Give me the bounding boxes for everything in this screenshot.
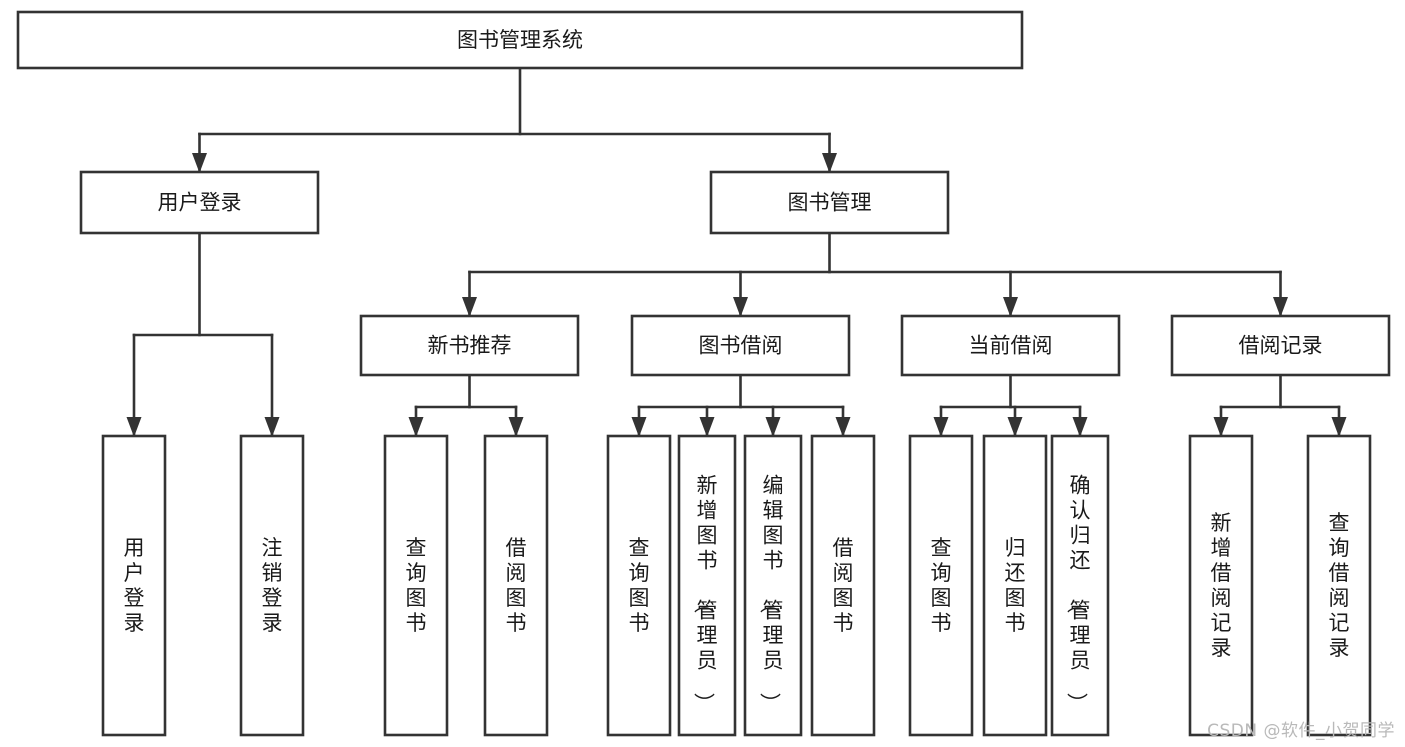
- node-book-borrow[interactable]: 图书借阅: [630, 314, 851, 377]
- node-box: [1050, 434, 1110, 737]
- node-label: 图书借阅: [699, 334, 783, 358]
- arrow-head: [508, 417, 524, 437]
- node-leaf-return-book[interactable]: 归还图书: [982, 434, 1048, 737]
- arrow-head: [126, 417, 142, 437]
- arrow-head: [1273, 297, 1288, 317]
- node-box: [16, 10, 1024, 70]
- arrow-head: [835, 417, 851, 437]
- arrow-head: [822, 153, 837, 173]
- arrow-head: [192, 153, 207, 173]
- node-box: [709, 170, 950, 235]
- arrow-head: [408, 417, 424, 437]
- arrow-head: [733, 297, 748, 317]
- node-label: 新书推荐: [428, 334, 512, 358]
- node-box: [483, 434, 549, 737]
- connector-group-book-manage: [462, 231, 1288, 317]
- connector-group-root: [192, 66, 837, 173]
- node-borrow-record[interactable]: 借阅记录: [1170, 314, 1391, 377]
- node-box: [982, 434, 1048, 737]
- connector-group-book-borrow: [631, 373, 851, 437]
- node-label: 当前借阅: [969, 334, 1053, 358]
- arrow-head: [1072, 417, 1088, 437]
- node-box: [630, 314, 851, 377]
- node-leaf-edit-book[interactable]: 编辑图书（管理员）: [743, 434, 803, 737]
- node-box: [359, 314, 580, 377]
- node-box: [101, 434, 167, 737]
- node-label: 编辑图书（管理员）: [758, 474, 784, 714]
- arrow-head: [1007, 417, 1023, 437]
- node-leaf-add-book[interactable]: 新增图书（管理员）: [677, 434, 737, 737]
- node-leaf-user-login[interactable]: 用户登录: [101, 434, 167, 737]
- arrow-head: [765, 417, 781, 437]
- node-leaf-query-book-2[interactable]: 查询图书: [606, 434, 672, 737]
- arrow-head: [1213, 417, 1229, 437]
- arrow-head: [462, 297, 477, 317]
- node-box: [743, 434, 803, 737]
- node-label: 查询图书: [406, 536, 427, 635]
- node-label: 确认归还（管理员）: [1065, 474, 1091, 714]
- node-box: [1306, 434, 1372, 737]
- node-leaf-user-logout[interactable]: 注销登录: [239, 434, 305, 737]
- node-label: 借阅图书: [833, 536, 854, 635]
- connector-group-borrow-record: [1213, 373, 1347, 437]
- node-layer: 图书管理系统用户登录图书管理新书推荐图书借阅当前借阅借阅记录用户登录注销登录查询…: [16, 10, 1391, 737]
- node-label: 查询图书: [931, 536, 952, 635]
- node-label: 借阅记录: [1239, 334, 1323, 358]
- connector-group-current-borrow: [933, 373, 1088, 437]
- node-leaf-confirm-return[interactable]: 确认归还（管理员）: [1050, 434, 1110, 737]
- node-label: 新增图书（管理员）: [692, 474, 718, 714]
- arrow-head: [1331, 417, 1347, 437]
- connector-group-user-login: [126, 231, 280, 437]
- arrow-head: [1003, 297, 1018, 317]
- connector-group-new-book-recommend: [408, 373, 524, 437]
- arrow-head: [264, 417, 280, 437]
- node-box: [1170, 314, 1391, 377]
- node-label: 图书管理: [788, 191, 872, 215]
- node-box: [1188, 434, 1254, 737]
- node-label: 新增借阅记录: [1211, 511, 1232, 660]
- arrow-head: [631, 417, 647, 437]
- node-leaf-borrow-book-1[interactable]: 借阅图书: [483, 434, 549, 737]
- node-box: [677, 434, 737, 737]
- node-label: 查询图书: [629, 536, 650, 635]
- node-leaf-query-record[interactable]: 查询借阅记录: [1306, 434, 1372, 737]
- arrow-head: [699, 417, 715, 437]
- node-label: 图书管理系统: [457, 28, 583, 52]
- node-box: [239, 434, 305, 737]
- node-user-login[interactable]: 用户登录: [79, 170, 320, 235]
- connector-layer: [126, 66, 1347, 437]
- node-current-borrow[interactable]: 当前借阅: [900, 314, 1121, 377]
- node-leaf-query-book-3[interactable]: 查询图书: [908, 434, 974, 737]
- node-new-book-recommend[interactable]: 新书推荐: [359, 314, 580, 377]
- node-label: 归还图书: [1005, 536, 1026, 635]
- node-book-manage[interactable]: 图书管理: [709, 170, 950, 235]
- node-box: [606, 434, 672, 737]
- node-label: 查询借阅记录: [1329, 511, 1350, 660]
- node-box: [908, 434, 974, 737]
- node-leaf-add-record[interactable]: 新增借阅记录: [1188, 434, 1254, 737]
- node-box: [810, 434, 876, 737]
- node-label: 借阅图书: [506, 536, 527, 635]
- node-root[interactable]: 图书管理系统: [16, 10, 1024, 70]
- arrow-head: [933, 417, 949, 437]
- node-label: 用户登录: [158, 191, 242, 215]
- node-label: 用户登录: [124, 536, 145, 635]
- node-label: 注销登录: [262, 536, 283, 635]
- node-box: [79, 170, 320, 235]
- node-leaf-borrow-book-2[interactable]: 借阅图书: [810, 434, 876, 737]
- node-box: [900, 314, 1121, 377]
- node-box: [383, 434, 449, 737]
- node-leaf-query-book-1[interactable]: 查询图书: [383, 434, 449, 737]
